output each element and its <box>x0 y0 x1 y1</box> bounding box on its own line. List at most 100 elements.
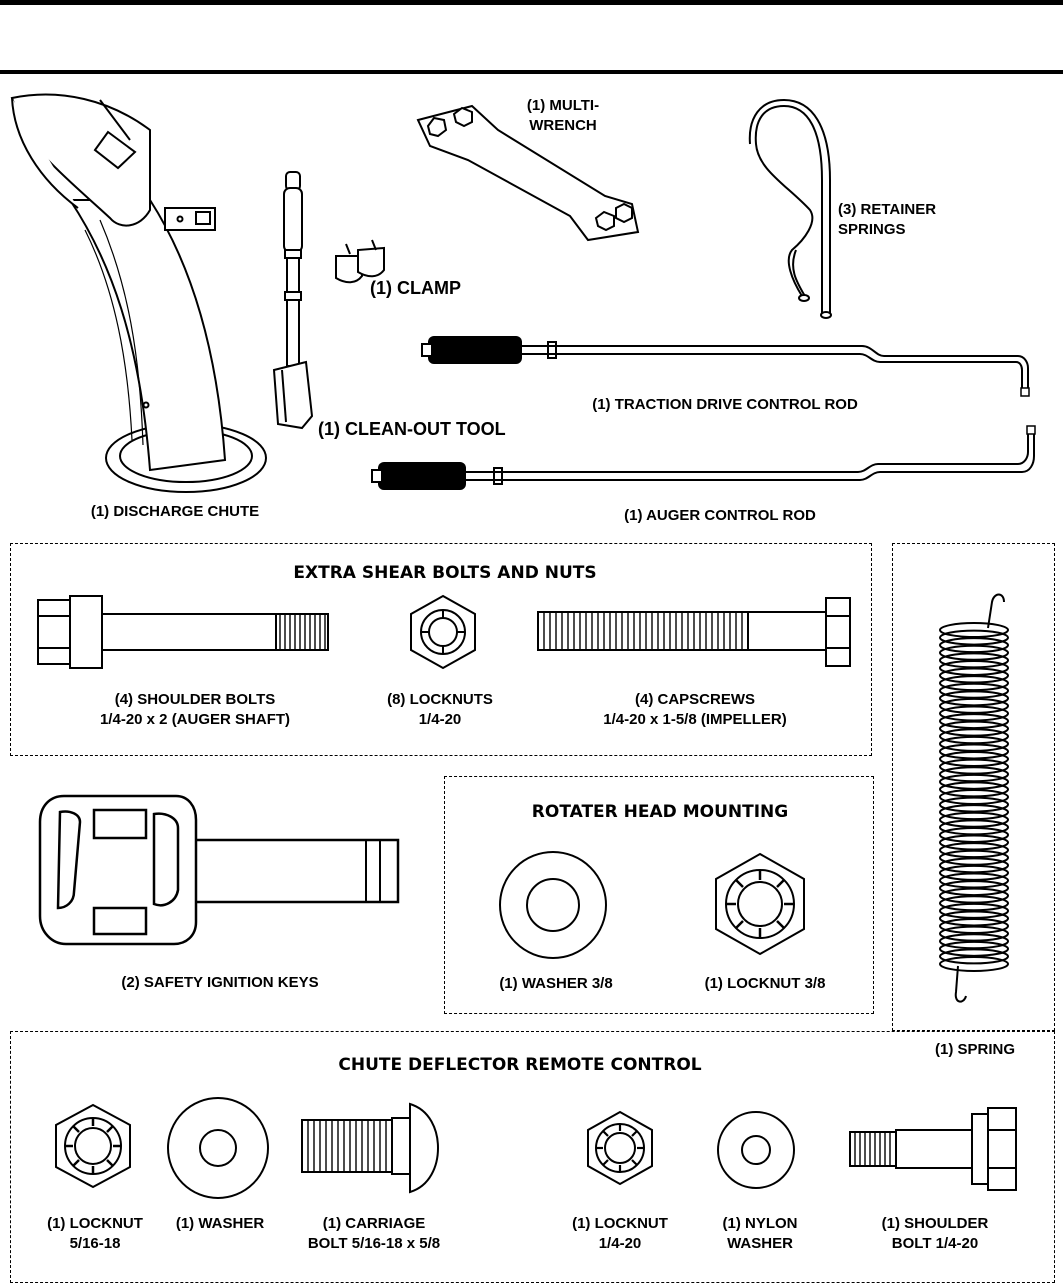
rotater-head-title: ROTATER HEAD MOUNTING <box>531 802 789 822</box>
multi-wrench-label: (1) MULTI- WRENCH <box>508 96 618 136</box>
shear-bolts-section <box>10 543 872 756</box>
retainer-springs-label: (3) RETAINER SPRINGS <box>838 200 978 240</box>
multi-wrench-illustration <box>416 104 640 242</box>
shoulder-bolts-label: (4) SHOULDER BOLTS 1/4-20 x 2 (AUGER SHA… <box>60 690 330 730</box>
chute-washer-a-label: (1) WASHER <box>175 1215 265 1232</box>
top-border <box>0 0 1063 5</box>
spring-coil <box>939 667 1009 684</box>
spring-coil <box>939 796 1009 813</box>
discharge-chute-illustration <box>10 93 267 493</box>
spring-section <box>892 543 1055 1031</box>
retainer-springs-label-line2: SPRINGS <box>838 221 906 238</box>
spring-coil <box>939 910 1009 927</box>
multi-wrench-label-line1: (1) MULTI- <box>526 97 600 114</box>
multi-wrench-label-line2: WRENCH <box>529 117 597 134</box>
locknut-small-illustration <box>410 594 476 670</box>
traction-rod-illustration <box>421 336 1030 397</box>
traction-rod-label: (1) TRACTION DRIVE CONTROL ROD <box>592 396 858 413</box>
locknut-large-illustration <box>715 852 805 956</box>
spring-coil <box>939 751 1009 768</box>
shoulder-bolt-illustration <box>37 595 329 669</box>
shear-bolts-title: EXTRA SHEAR BOLTS AND NUTS <box>293 563 597 583</box>
spring-coil <box>939 675 1009 692</box>
locknuts-label-line1: (8) LOCKNUTS <box>387 691 493 708</box>
chute-locknut-a-label: (1) LOCKNUT 5/16-18 <box>30 1214 160 1254</box>
chute-shoulder-bolt-label: (1) SHOULDER BOLT 1/4-20 <box>860 1214 1010 1254</box>
spring-coil <box>939 826 1009 843</box>
spring-coil <box>939 834 1009 851</box>
spring-coil <box>939 872 1009 889</box>
rotater-head-section <box>444 776 874 1014</box>
carriage-bolt-line1: (1) CARRIAGE <box>322 1215 426 1232</box>
shoulder-bolts-label-line1: (4) SHOULDER BOLTS <box>114 691 276 708</box>
ignition-key-illustration <box>38 794 400 946</box>
spring-coil <box>939 895 1009 912</box>
spring-coil <box>939 629 1009 646</box>
chute-washer-a-illustration <box>167 1097 269 1199</box>
spring-coil <box>939 728 1009 745</box>
capscrew-illustration <box>537 597 851 667</box>
spring-coil <box>939 789 1009 805</box>
retainer-spring-illustration <box>748 98 832 319</box>
spring-coil <box>939 735 1009 752</box>
spring-coil <box>939 622 1009 638</box>
carriage-bolt-label: (1) CARRIAGE BOLT 5/16-18 x 5/8 <box>284 1214 464 1254</box>
chute-locknut-b-line2: 1/4-20 <box>598 1235 642 1252</box>
spring-coil <box>939 682 1009 699</box>
spring-coil <box>939 811 1009 828</box>
carriage-bolt-line2: BOLT 5/16-18 x 5/8 <box>307 1235 441 1252</box>
spring-coil <box>939 857 1009 874</box>
spring-coil <box>939 758 1009 775</box>
chute-locknut-b-label: (1) LOCKNUT 1/4-20 <box>555 1214 685 1254</box>
chute-locknut-a-line2: 5/16-18 <box>69 1235 121 1252</box>
capscrews-label: (4) CAPSCREWS 1/4-20 x 1-5/8 (IMPELLER) <box>560 690 830 730</box>
chute-shoulder-bolt-line1: (1) SHOULDER <box>881 1215 989 1232</box>
spring-coil <box>939 842 1009 859</box>
washer-large-illustration <box>499 851 607 959</box>
spring-coil <box>939 902 1009 919</box>
spring-coil <box>939 880 1009 897</box>
spring-coil <box>939 819 1009 836</box>
spring-coil <box>939 690 1009 707</box>
retainer-springs-label-line1: (3) RETAINER <box>838 201 937 218</box>
spring-coil <box>939 781 1009 798</box>
spring-coil <box>939 705 1009 722</box>
spring-coil <box>939 720 1009 737</box>
nylon-washer-label: (1) NYLON WASHER <box>700 1214 820 1254</box>
shoulder-bolts-label-line2: 1/4-20 x 2 (AUGER SHAFT) <box>99 711 291 728</box>
rotater-locknut-label: (1) LOCKNUT 3/8 <box>704 975 826 992</box>
locknuts-label-line2: 1/4-20 <box>418 711 462 728</box>
locknuts-label: (8) LOCKNUTS 1/4-20 <box>370 690 510 730</box>
spring-coil <box>939 956 1009 972</box>
auger-rod-label: (1) AUGER CONTROL ROD <box>624 507 816 524</box>
chute-shoulder-bolt-line2: BOLT 1/4-20 <box>891 1235 979 1252</box>
spring-coil <box>939 697 1009 714</box>
chute-locknut-a-illustration <box>55 1103 131 1189</box>
capscrews-label-line1: (4) CAPSCREWS <box>634 691 755 708</box>
chute-deflector-section <box>10 1031 1055 1283</box>
chute-locknut-a-line1: (1) LOCKNUT <box>47 1215 143 1232</box>
chute-locknut-b-line1: (1) LOCKNUT <box>572 1215 668 1232</box>
spring-coil <box>939 864 1009 881</box>
clamp-label: (1) CLAMP <box>370 278 461 298</box>
nylon-washer-line1: (1) NYLON <box>722 1215 798 1232</box>
rotater-washer-label: (1) WASHER 3/8 <box>499 975 613 992</box>
nylon-washer-illustration <box>717 1111 795 1189</box>
spring-coil <box>939 887 1009 904</box>
spring-coil <box>939 925 1009 942</box>
discharge-chute-label: (1) DISCHARGE CHUTE <box>90 503 260 520</box>
spring-coil <box>939 713 1009 730</box>
spring-coil <box>939 933 1009 950</box>
spring-coil <box>939 659 1009 676</box>
spring-coil <box>939 940 1009 957</box>
chute-locknut-b-illustration <box>587 1110 653 1186</box>
spring-coil <box>939 637 1009 654</box>
spring-coil <box>939 918 1009 935</box>
auger-rod-illustration <box>371 425 1036 490</box>
chute-deflector-title: CHUTE DEFLECTOR REMOTE CONTROL <box>338 1055 702 1075</box>
spring-coil <box>939 644 1009 661</box>
clean-out-tool-label: (1) CLEAN-OUT TOOL <box>318 419 506 439</box>
spring-coil <box>939 766 1009 783</box>
spring-label: (1) SPRING <box>934 1041 1015 1058</box>
clamp-illustration <box>335 239 385 284</box>
